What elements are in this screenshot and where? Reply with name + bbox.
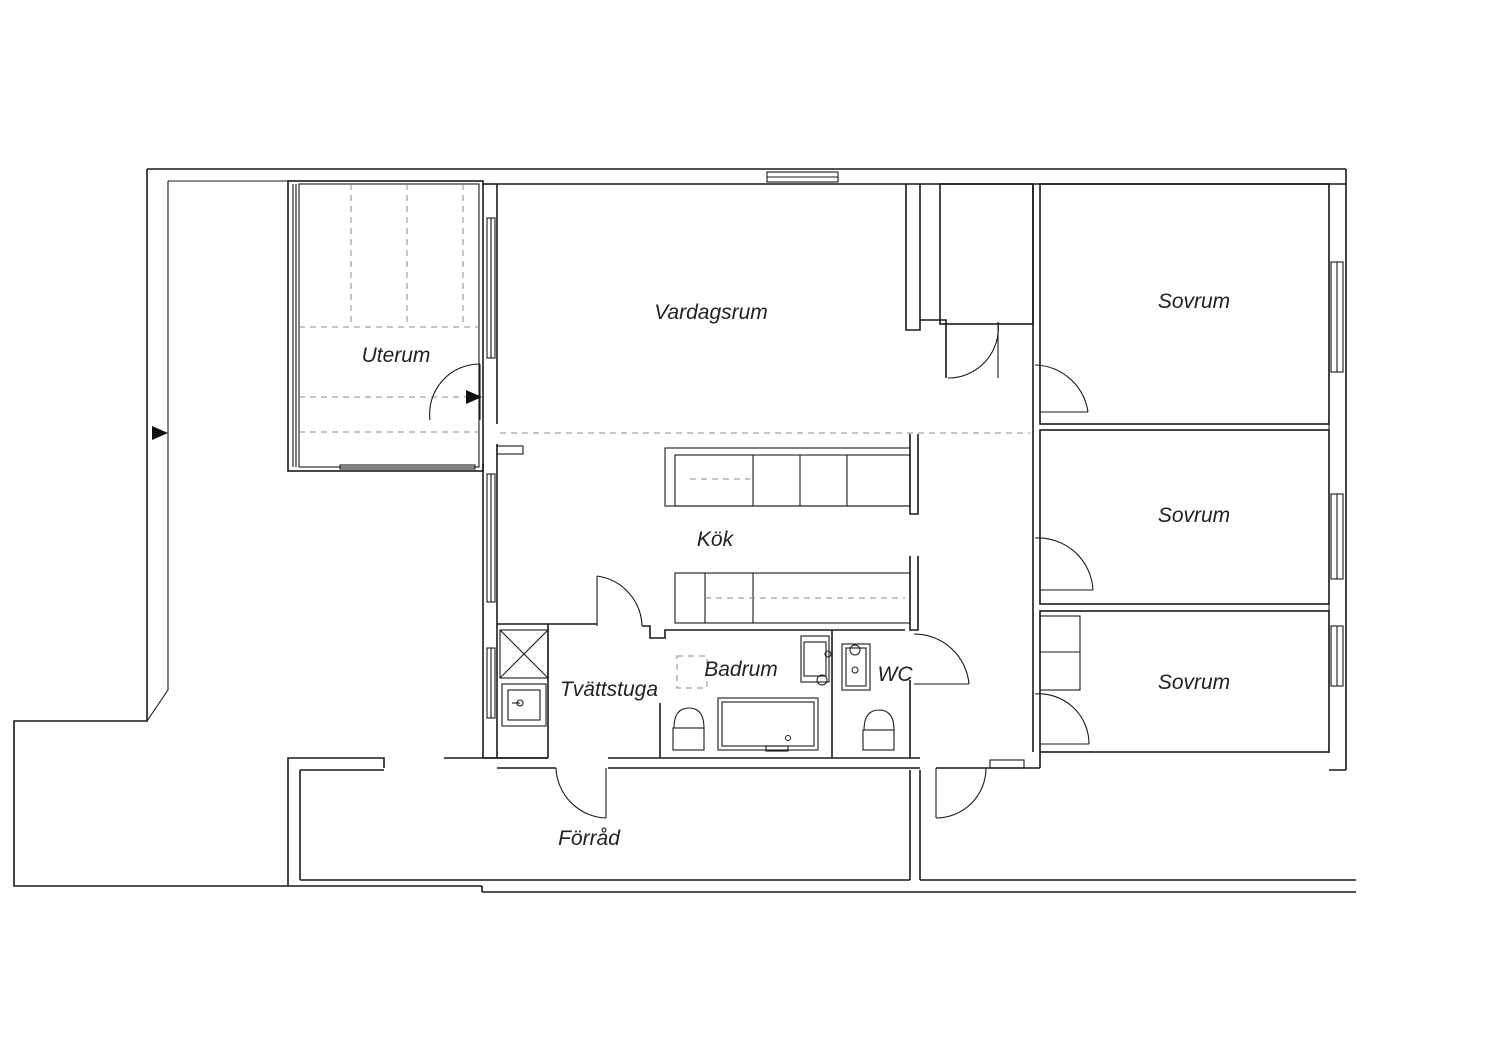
- room-label-vardagsrum: Vardagsrum: [654, 301, 768, 324]
- closet: [939, 183, 1034, 379]
- forrad-room: Förråd: [287, 757, 1356, 893]
- bedrooms: Sovrum Sovrum Sovrum: [1032, 183, 1346, 771]
- room-label-uterum: Uterum: [362, 344, 431, 367]
- wc-room: WC: [841, 633, 970, 758]
- room-label-forrad: Förråd: [558, 827, 621, 850]
- room-label-sovrum-1: Sovrum: [1158, 290, 1230, 313]
- badrum-room: Badrum: [642, 625, 905, 758]
- vardagsrum-kok: Vardagsrum Kök: [500, 184, 1030, 631]
- room-label-sovrum-3: Sovrum: [1158, 671, 1230, 694]
- uterum-room: Uterum: [287, 180, 484, 472]
- room-label-sovrum-2: Sovrum: [1158, 504, 1230, 527]
- entry-arrow-icon: [466, 390, 482, 404]
- room-label-badrum: Badrum: [704, 658, 778, 681]
- room-label-tvattstuga: Tvättstuga: [560, 678, 658, 701]
- room-label-kok: Kök: [697, 528, 735, 551]
- entry-arrow-icon: [152, 426, 168, 440]
- west-wall: [482, 183, 524, 758]
- room-label-wc: WC: [878, 663, 914, 686]
- tvattstuga-room: Tvättstuga: [497, 575, 658, 758]
- terrace-outline: [13, 168, 1346, 887]
- south-wall: [483, 752, 1041, 769]
